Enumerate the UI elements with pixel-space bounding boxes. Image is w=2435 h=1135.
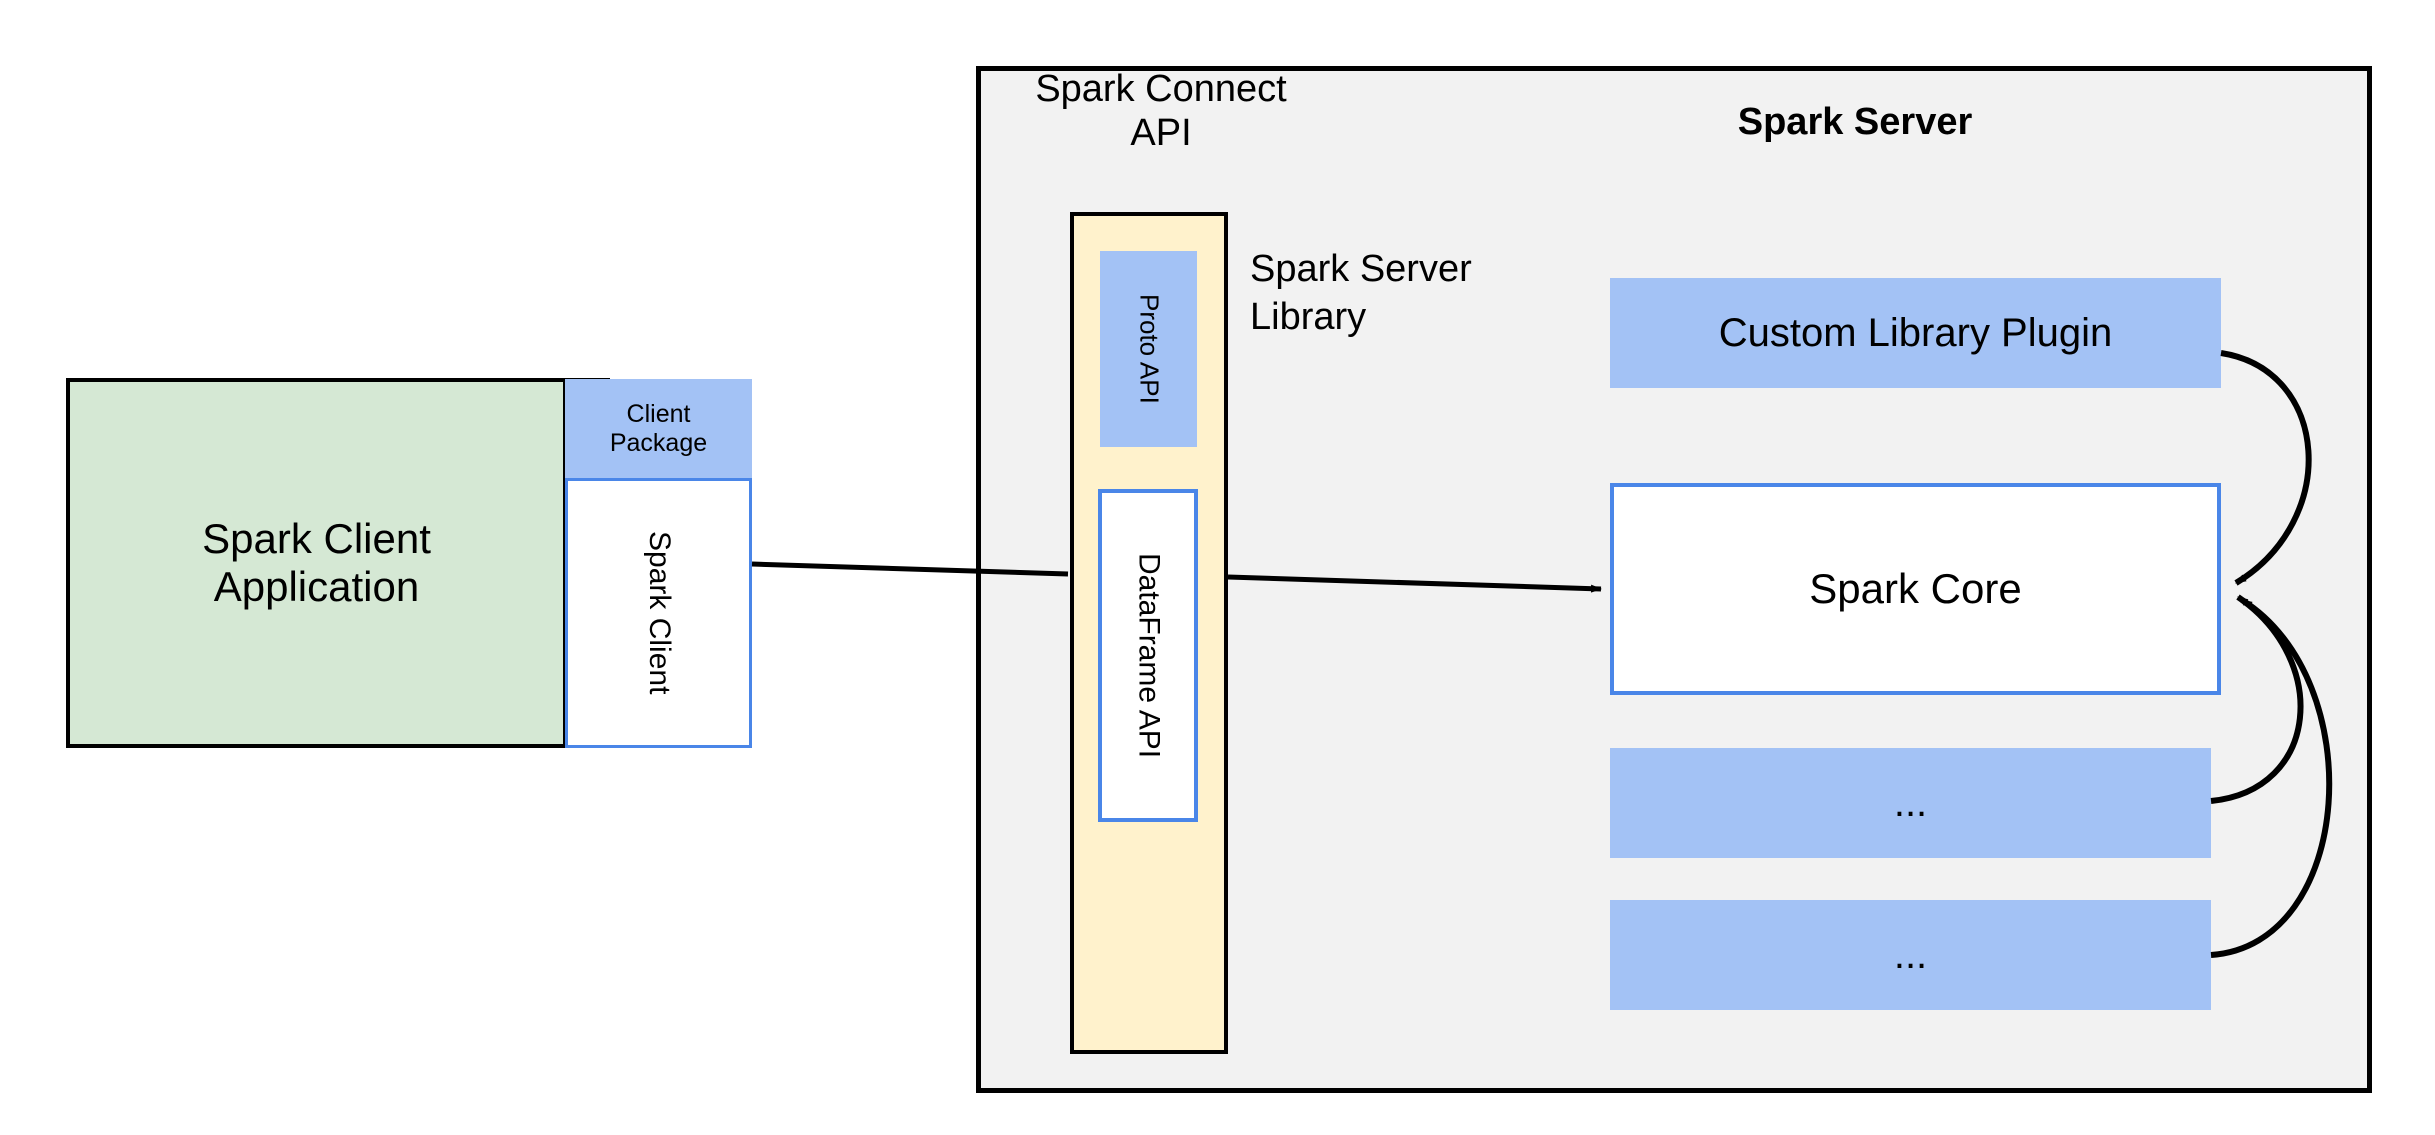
spark-server-title: Spark Server [1737,101,1973,144]
spark-client-box: Spark Client [565,478,752,748]
spark-server-library-label: Spark Server Library [1250,248,1472,338]
spark-client-application-box: Spark Client Application [66,378,567,748]
placeholder-component-box-2: ... [1610,900,2211,1010]
proto-api-label: Proto API [1134,294,1165,404]
proto-api-box: Proto API [1100,251,1197,447]
spark-connect-api-label: Spark Connect API [1035,68,1287,154]
spark-core-box: Spark Core [1610,483,2221,695]
dataframe-api-box: DataFrame API [1098,489,1198,822]
client-package-box: Client Package [565,379,752,479]
custom-library-plugin-box: Custom Library Plugin [1610,278,2221,388]
placeholder-component-box-1: ... [1610,748,2211,858]
dataframe-api-label: DataFrame API [1132,552,1166,759]
spark-client-label: Spark Client [642,531,676,695]
